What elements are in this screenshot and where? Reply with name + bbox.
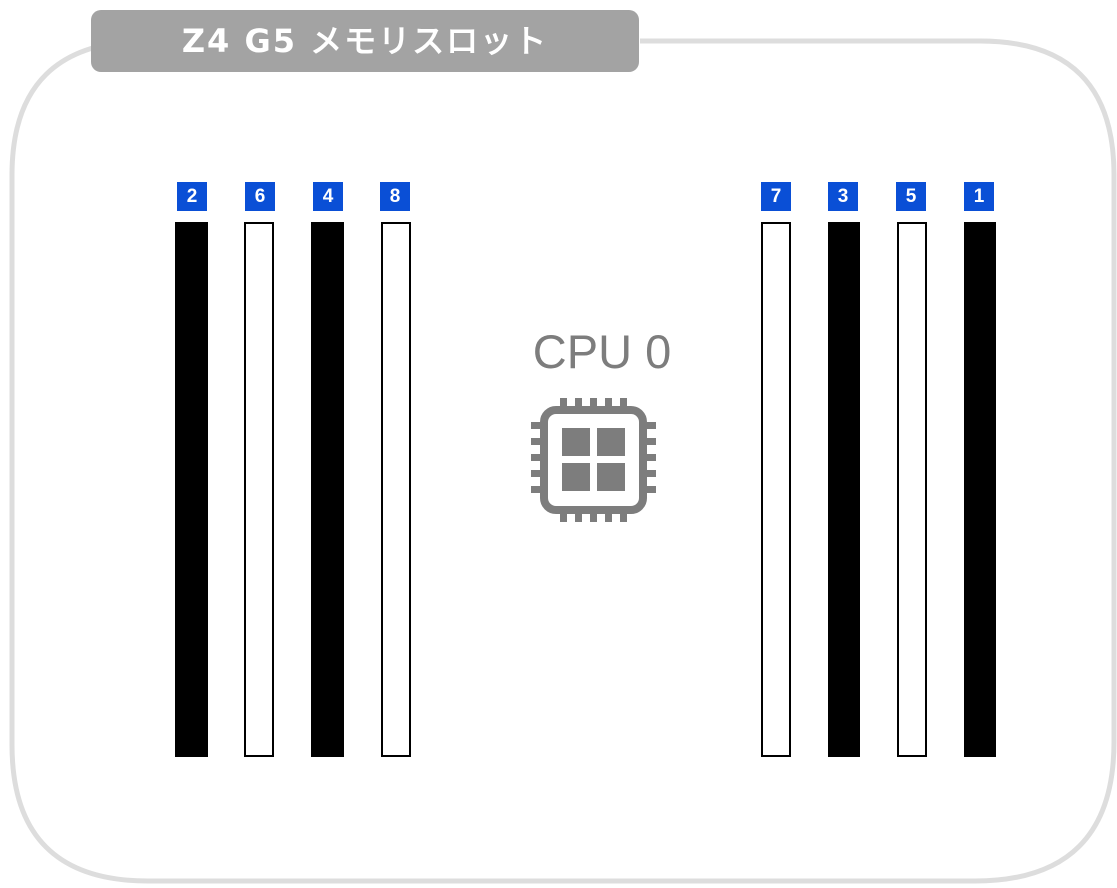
slot-label-4: 4 <box>313 182 343 211</box>
cpu-chip-icon <box>531 398 656 522</box>
slot-label-8: 8 <box>380 182 410 211</box>
memory-slot-4 <box>311 222 344 757</box>
slot-label-7: 7 <box>761 182 791 211</box>
slot-label-1: 1 <box>964 182 994 211</box>
title-tab: Z4 G5 メモリスロット <box>91 10 639 72</box>
slot-label-2: 2 <box>177 182 207 211</box>
diagram-title: Z4 G5 メモリスロット <box>181 22 549 60</box>
memory-slot-6 <box>244 222 274 757</box>
memory-slot-3 <box>828 222 860 757</box>
slot-label-3: 3 <box>828 182 858 211</box>
memory-slot-8 <box>381 222 411 757</box>
memory-slot-5 <box>897 222 927 757</box>
memory-slot-7 <box>761 222 791 757</box>
slot-label-6: 6 <box>245 182 275 211</box>
cpu-label: CPU 0 <box>532 325 672 378</box>
memory-slot-1 <box>964 222 996 757</box>
memory-slot-2 <box>175 222 208 757</box>
slot-label-5: 5 <box>896 182 926 211</box>
